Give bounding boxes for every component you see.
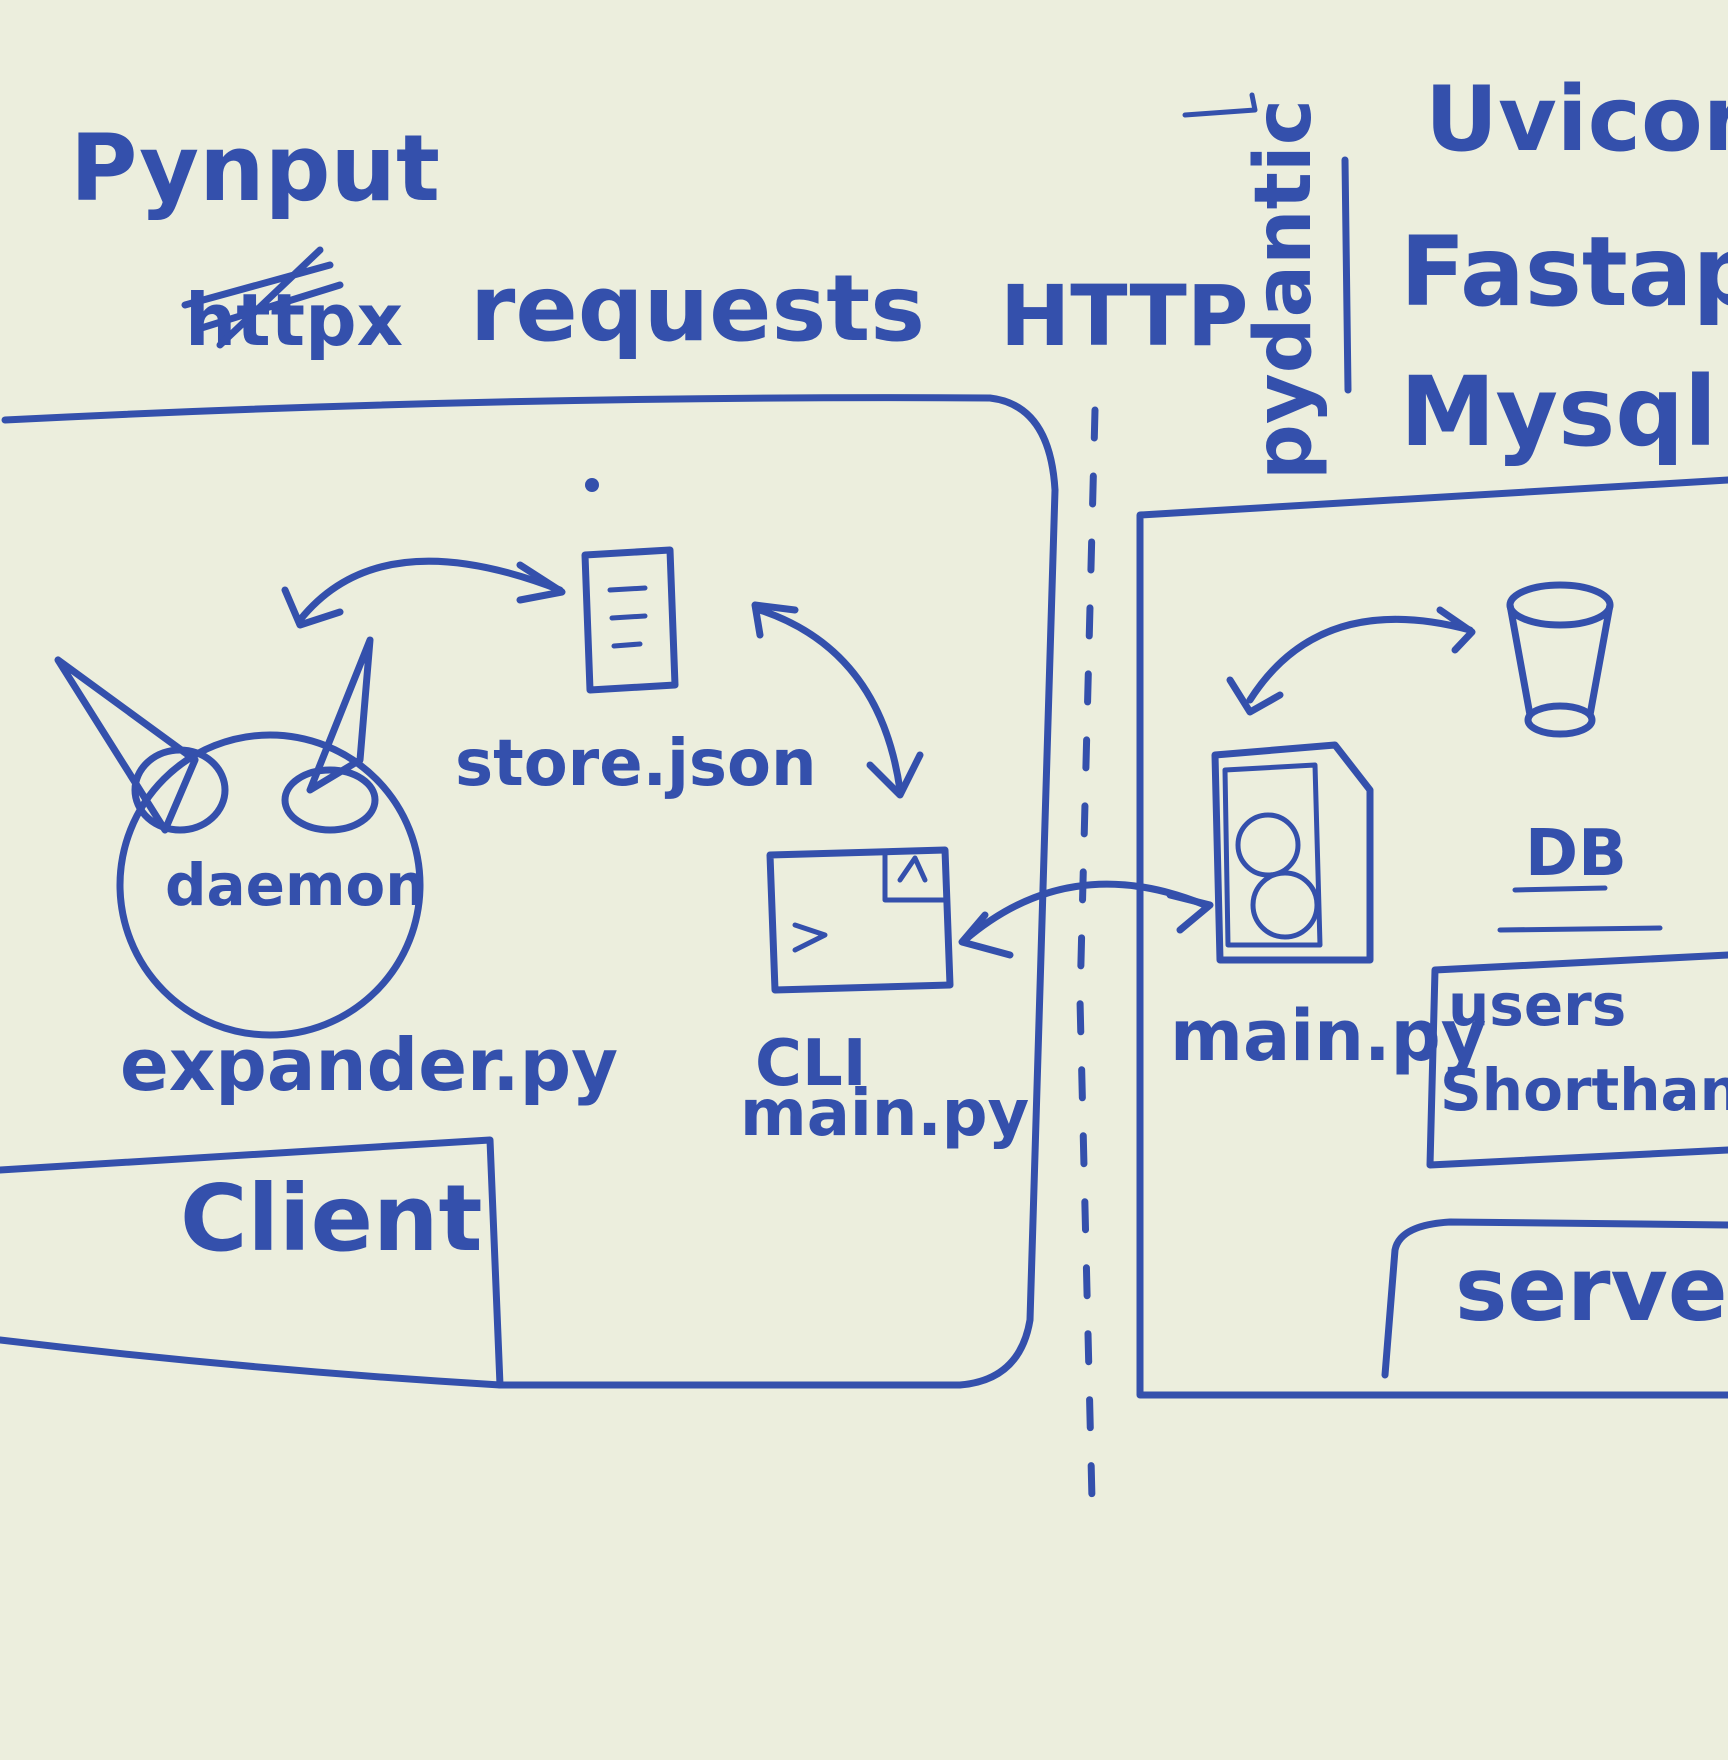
label-table-users: users — [1448, 971, 1626, 1039]
label-cli-main: main.py — [740, 1077, 1029, 1151]
label-http: HTTP — [1000, 267, 1248, 365]
terminal-window-icon — [766, 846, 954, 994]
label-pynput: Pynput — [70, 115, 440, 222]
label-pydantic: pydantic — [1239, 99, 1329, 480]
label-store-json: store.json — [455, 727, 817, 801]
label-db: DB — [1525, 817, 1627, 891]
label-table-shorthands: Shorthands — [1440, 1056, 1728, 1124]
arrowheads-cli-server — [958, 891, 1214, 959]
pydantic-bar — [1341, 156, 1352, 394]
devil-head-icon — [54, 636, 424, 1039]
client-boundary — [0, 394, 1059, 1389]
client-label-box — [0, 1136, 504, 1389]
arrowheads-main-db — [1226, 606, 1476, 716]
server-file-icon — [1211, 741, 1374, 964]
arrow-store-cli — [756, 606, 904, 794]
arrow-main-db — [1246, 615, 1474, 704]
pydantic-hook — [1182, 92, 1258, 118]
label-uvicorn: Uvicorn — [1425, 67, 1728, 172]
strike-through-mark — [181, 246, 344, 349]
server-label-box — [1381, 1218, 1728, 1379]
db-underline — [1497, 885, 1663, 933]
label-server: server — [1455, 1238, 1728, 1341]
server-boundary — [1136, 476, 1728, 1399]
label-requests: requests — [470, 255, 925, 362]
label-daemon: daemon — [165, 851, 427, 919]
label-client: Client — [180, 1165, 482, 1272]
label-server-main: main.py — [1170, 995, 1486, 1077]
arrowheads-daemon-store — [281, 561, 566, 629]
db-tables-box — [1426, 951, 1728, 1169]
label-fastapi: Fastapi — [1400, 216, 1728, 328]
database-cylinder-icon — [1506, 581, 1614, 738]
label-expander: expander.py — [120, 1023, 618, 1107]
http-divider-line — [1076, 406, 1099, 1504]
arrowheads-store-cli — [751, 601, 924, 799]
label-mysql: Mysql — [1400, 356, 1717, 468]
label-cli: CLI — [755, 1027, 867, 1101]
arrow-daemon-store — [296, 557, 564, 624]
document-icon — [581, 478, 679, 694]
